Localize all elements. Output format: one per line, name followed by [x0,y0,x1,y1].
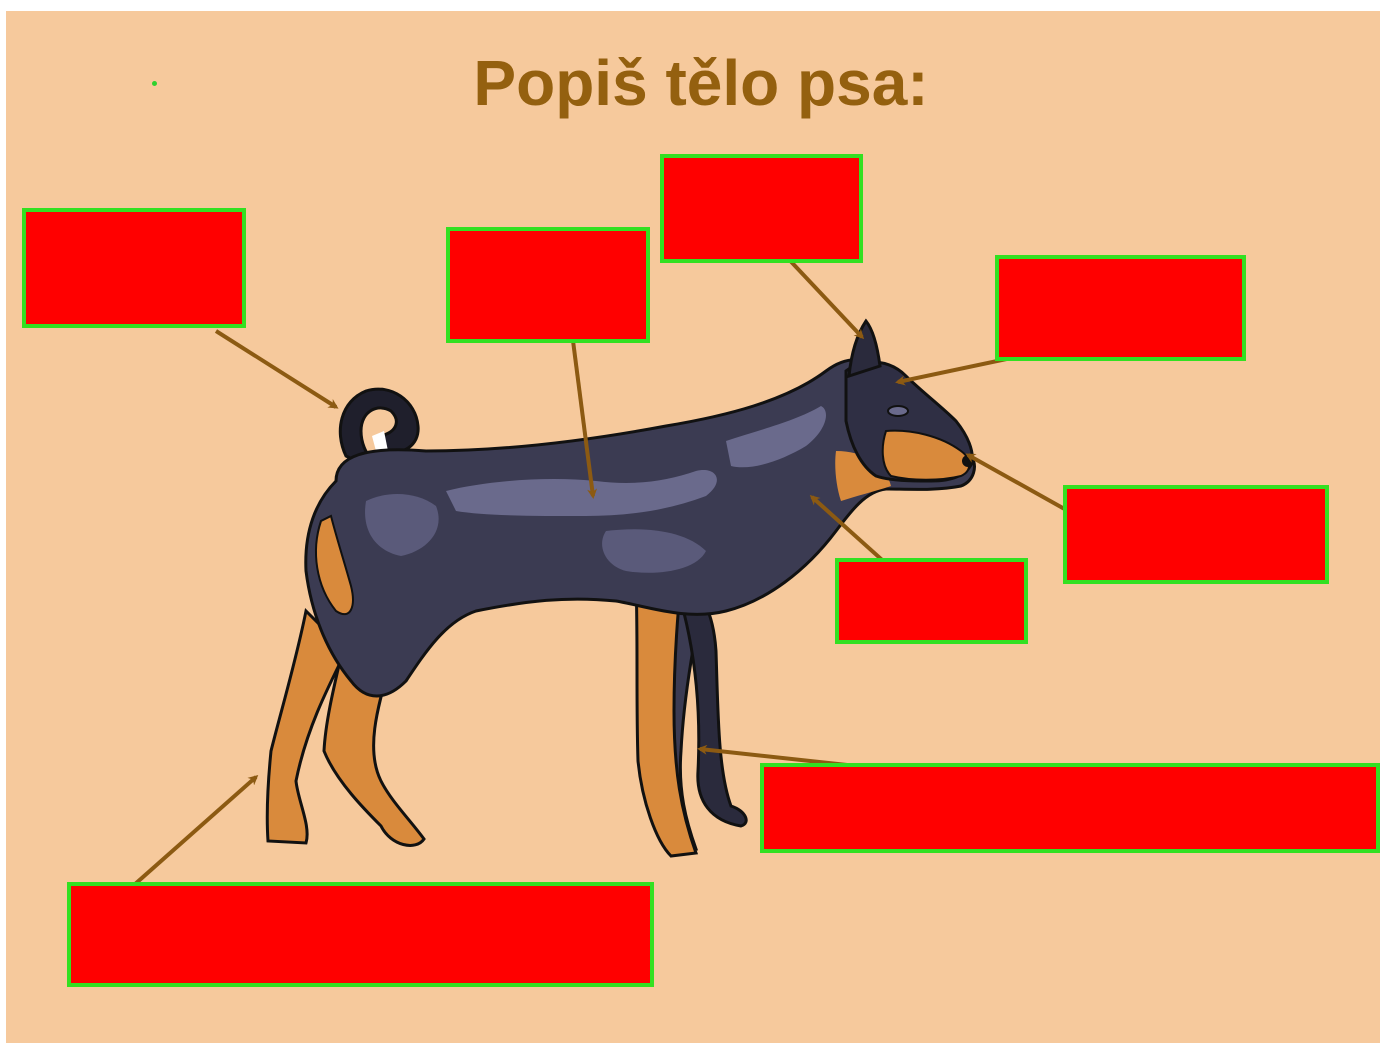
coat-highlight-1 [446,470,717,516]
dog-illustration [265,318,976,858]
front-leg-near [634,579,699,858]
label-box-ear [660,154,863,263]
tan-chest [835,451,891,501]
tan-thigh [315,514,354,616]
eye [887,405,909,417]
arrow-neck [809,494,892,569]
dog-diagram [97,249,1087,918]
arrow-ear [779,249,865,340]
slide-title: Popiš tělo psa: [473,47,929,119]
label-box-eye [995,255,1246,361]
label-box-tail [22,208,246,328]
ear [847,318,882,379]
coat-highlight-3 [365,494,439,556]
label-box-back [446,227,650,343]
arrow-tail [214,329,339,409]
label-box-hind-leg [67,882,654,987]
label-box-nose [1063,485,1329,584]
label-box-front-leg [760,763,1380,853]
coat-highlight-4 [602,529,706,573]
front-leg-dark [675,589,748,828]
tail-tip [372,431,388,451]
bullet-dot [152,81,157,86]
slide-canvas: Popiš tělo psa: [6,11,1380,1043]
arrow-back [570,332,598,499]
label-box-neck [835,558,1028,644]
coat-highlight-2 [726,406,826,468]
hind-leg-far [265,607,348,845]
muzzle [881,429,971,481]
